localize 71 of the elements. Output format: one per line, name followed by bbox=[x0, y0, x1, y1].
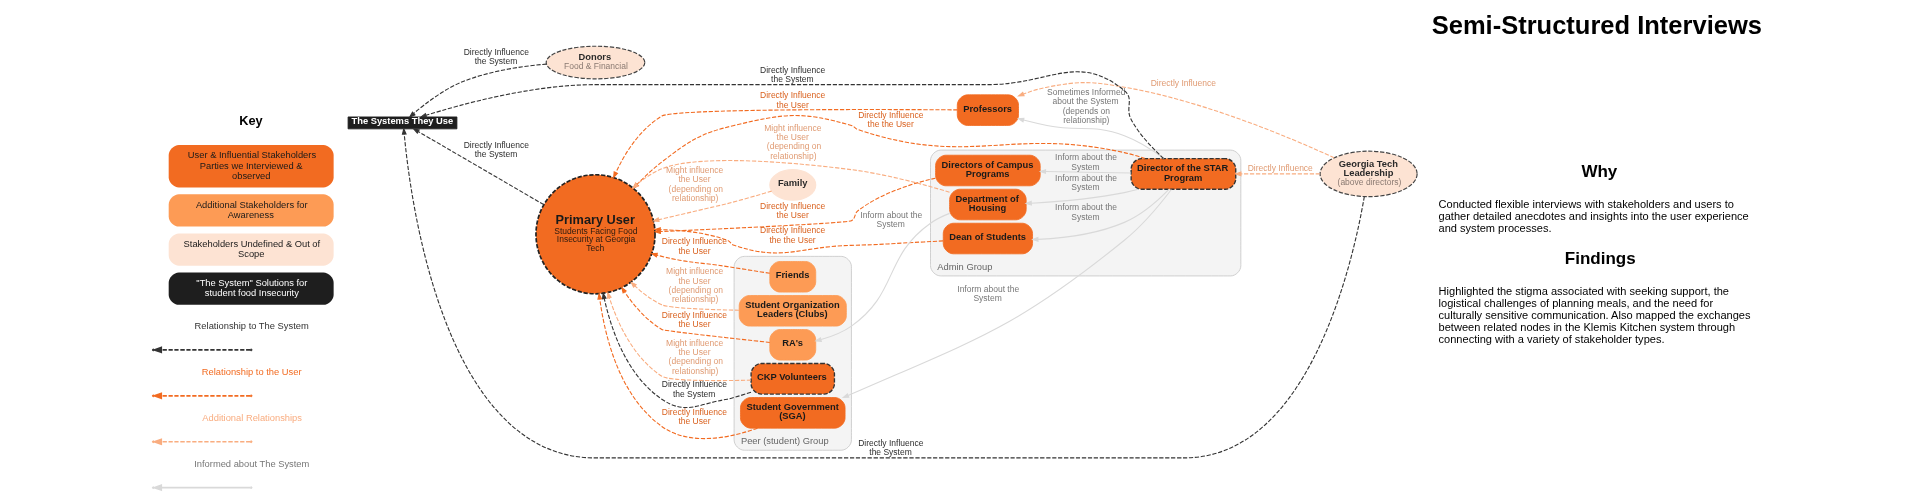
edge-label: Might influence the User (depending on relationship) bbox=[666, 165, 724, 204]
arrow bbox=[607, 291, 752, 382]
edge-label: Directly Influence the System bbox=[661, 379, 728, 399]
legend-label: Relationship to the User bbox=[201, 367, 302, 378]
legend-label: "The System" Solutions for student food Insecurity bbox=[196, 277, 308, 299]
arrow bbox=[613, 109, 958, 179]
arrow bbox=[401, 127, 1365, 459]
legend-label: Additional Relationships bbox=[202, 413, 303, 424]
legend-label: Additional Stakeholders for Awareness bbox=[195, 199, 308, 220]
edge-label: Directly Influence the User bbox=[661, 236, 728, 256]
node-box: Student Government (SGA) bbox=[740, 397, 846, 429]
arrow bbox=[814, 212, 951, 342]
label: Conducted flexible interviews with stakeholders and users to gather detailed anecdotes and insights into the user experience and system processes. bbox=[1438, 198, 1749, 235]
edge-label: Directly Influence the User bbox=[760, 200, 826, 221]
edge-label: Directly Influence bbox=[1150, 78, 1216, 89]
node-box: The Systems They Use bbox=[347, 116, 458, 130]
legend-label: Stakeholders Undefined & Out of Scope bbox=[183, 238, 321, 260]
node-box: Directors of Campus Programs bbox=[935, 154, 1041, 187]
arrow bbox=[620, 286, 771, 343]
edge-label: Directly Influence the User bbox=[661, 309, 728, 329]
arrow bbox=[652, 190, 773, 223]
arrow bbox=[1024, 188, 1139, 206]
label: Highlighted the stigma associated with seeking support, the logistical challenges of planning meals, and the need for culturally sensitive communication. Also mapped the exchanges between related nodes in the Klemis Kitchen system through connecting with a variety of stakeholder types. bbox=[1438, 284, 1751, 345]
edge-label: Might influence the User (depending on relationship) bbox=[666, 337, 724, 376]
edge-label: Directly Influence the the User bbox=[760, 225, 826, 245]
edge-label: Directly Influence bbox=[1247, 163, 1313, 174]
edge-label: Sometimes Informed about the System (depends on relationship) bbox=[1046, 86, 1126, 125]
legend-label: User & Influential Stakeholders Parties we Interviewed & observed bbox=[187, 150, 317, 181]
edge-label: Inform about the System bbox=[957, 284, 1020, 304]
arrow bbox=[597, 292, 758, 440]
node-box: Friends bbox=[769, 261, 817, 293]
node-ellipse: Family bbox=[769, 169, 817, 201]
edge-label: Might influence the User (depending on relationship) bbox=[764, 122, 822, 161]
edge-label: Inform about the System bbox=[1055, 202, 1117, 222]
arrow bbox=[650, 252, 771, 274]
node-ellipse: Donors Food & Financial bbox=[545, 45, 646, 80]
arrow bbox=[412, 128, 545, 206]
node-box: CKP Volunteers bbox=[750, 362, 836, 395]
node-box: Dean of Students bbox=[942, 222, 1033, 255]
arrow bbox=[630, 281, 740, 311]
arrow bbox=[1038, 168, 1132, 175]
arrow bbox=[419, 71, 1165, 159]
edge-label: Directly Influence the System bbox=[463, 46, 529, 67]
diagram-title: Semi-Structured Interviews bbox=[1431, 11, 1762, 40]
edge-label: Might influence the User (depending on relationship) bbox=[666, 266, 724, 305]
edge-label: Directly Influence the System bbox=[858, 437, 924, 458]
arrow bbox=[1234, 171, 1321, 177]
node-box: Director of the STAR Program bbox=[1130, 157, 1237, 190]
arrow bbox=[408, 63, 547, 118]
arrow bbox=[601, 291, 752, 409]
node-box: Department of Housing bbox=[949, 188, 1027, 221]
edge-label: Directly Influence the User bbox=[661, 406, 728, 426]
label: Findings bbox=[1564, 249, 1636, 269]
node-box: Student Organization Leaders (Clubs) bbox=[738, 295, 847, 327]
legend-label: Relationship to The System bbox=[194, 321, 309, 332]
node-box: RA's bbox=[769, 329, 817, 361]
node-ellipse: Georgia Tech Leadership (above directors) bbox=[1319, 150, 1418, 198]
label: Key bbox=[239, 113, 263, 129]
legend-label: Informed about The System bbox=[194, 459, 310, 470]
edge-label: Directly Influence the System bbox=[463, 139, 529, 159]
edge-label: Inform about the System bbox=[1055, 152, 1117, 172]
edge-label: Directly Influence the System bbox=[760, 64, 826, 85]
arrow bbox=[1031, 188, 1170, 242]
arrow bbox=[1016, 117, 1165, 159]
arrow bbox=[1017, 82, 1335, 159]
edge-label: Inform about the System bbox=[1055, 172, 1117, 193]
edge-label: Directly Influence the User bbox=[760, 90, 826, 110]
label: Why bbox=[1581, 162, 1618, 182]
node-box: Professors bbox=[956, 94, 1019, 126]
edge-label: Inform about the System bbox=[860, 210, 923, 230]
edge-label: Directly Influence the the User bbox=[858, 109, 924, 130]
